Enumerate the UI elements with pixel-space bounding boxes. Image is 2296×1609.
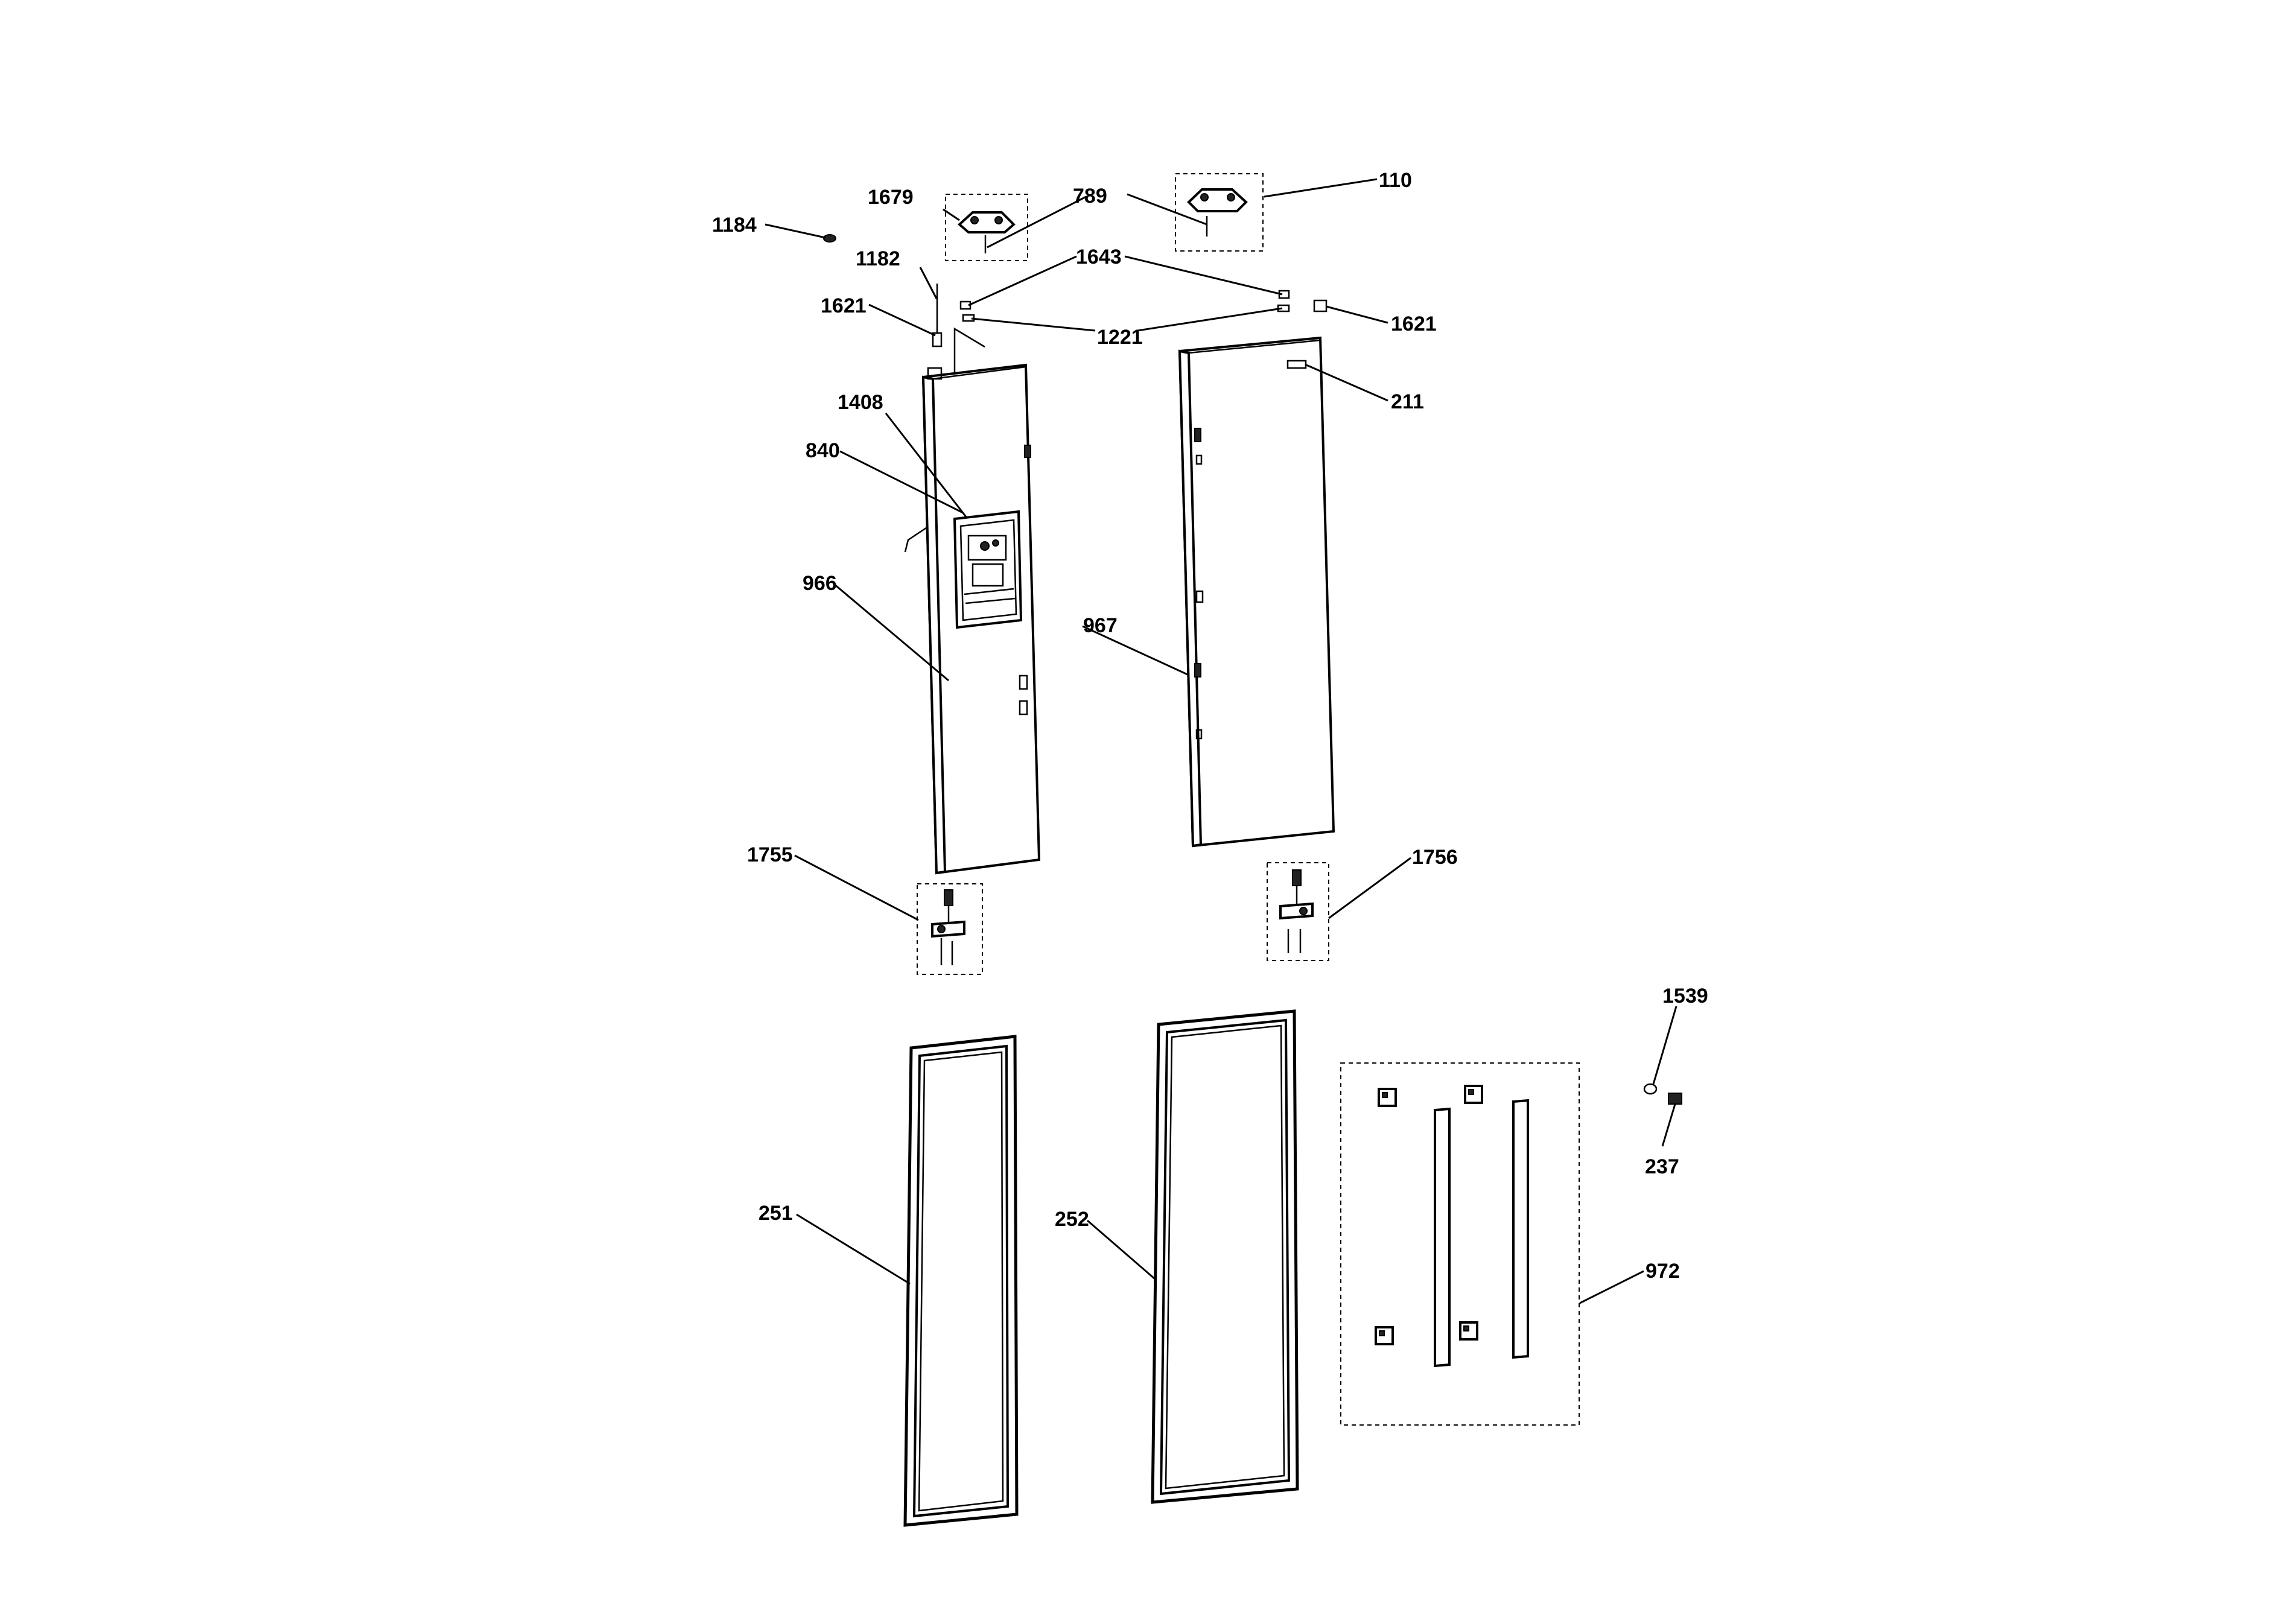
part-labels: 1184 1679 789 110 1182 1643 1621 1221 16… <box>712 169 1708 1283</box>
label-1756: 1756 <box>1412 846 1458 869</box>
label-1539: 1539 <box>1662 985 1708 1008</box>
bottom-hinge-1756 <box>1267 862 1329 961</box>
bottom-hinge-1755 <box>917 883 983 975</box>
label-1221: 1221 <box>1097 326 1143 349</box>
label-110: 110 <box>1379 169 1412 192</box>
label-1408: 1408 <box>838 391 883 414</box>
label-972: 972 <box>1646 1260 1680 1283</box>
label-1643: 1643 <box>1076 246 1122 268</box>
label-1182: 1182 <box>856 247 900 270</box>
label-1679: 1679 <box>868 186 914 209</box>
label-251: 251 <box>758 1202 793 1225</box>
handle-kit-972 <box>1340 1062 1580 1426</box>
gasket-251 <box>903 1035 1019 1527</box>
cap-1621-right <box>1313 299 1328 313</box>
right-door-967 <box>1178 336 1335 848</box>
label-237: 237 <box>1645 1155 1679 1178</box>
cap-237 <box>1668 1093 1682 1105</box>
label-1184: 1184 <box>712 214 757 236</box>
top-hinge-110 <box>1175 173 1264 252</box>
gasket-252 <box>1151 1009 1299 1504</box>
hinge-pin-1184 <box>823 234 836 243</box>
label-1621-left: 1621 <box>821 294 867 317</box>
screw-1539 <box>1643 1083 1658 1095</box>
left-door-966 <box>904 284 1041 875</box>
label-252: 252 <box>1055 1208 1089 1231</box>
leader-lines <box>765 178 1677 1304</box>
label-840: 840 <box>806 439 840 462</box>
label-1621-right: 1621 <box>1391 313 1437 335</box>
label-966: 966 <box>803 572 837 595</box>
top-hinge-1679 <box>945 194 1028 261</box>
dispenser-assembly-840 <box>953 510 1023 629</box>
label-789: 789 <box>1073 185 1107 208</box>
label-967: 967 <box>1083 614 1118 637</box>
label-211: 211 <box>1391 390 1424 413</box>
label-1755: 1755 <box>747 843 793 866</box>
